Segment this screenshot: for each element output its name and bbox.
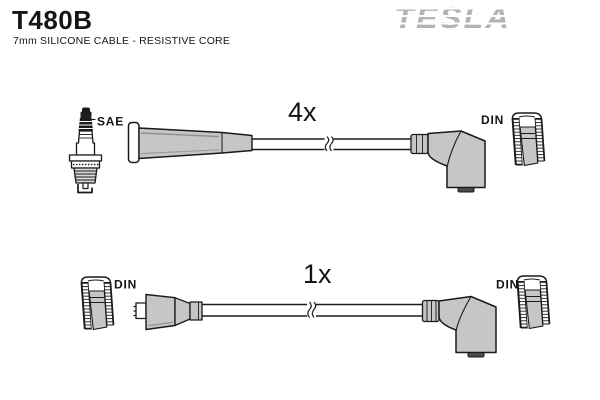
straight-boot-top	[127, 121, 253, 164]
break-squiggle	[307, 301, 312, 318]
break-squiggle	[329, 136, 334, 152]
cable-break-gap	[324, 137, 334, 152]
angled-boot-top	[410, 130, 486, 193]
din-connector-icon-top	[511, 112, 546, 167]
spark-plug-icon	[68, 107, 103, 194]
quantity-label-bottom: 1x	[303, 259, 332, 289]
break-squiggle	[324, 136, 330, 152]
din-connector-icon-bottom-left	[80, 276, 115, 331]
product-subtitle: 7mm SILICONE CABLE - RESISTIVE CORE	[13, 35, 231, 47]
din-label-top: DIN	[481, 113, 504, 127]
din-label-bottom-left: DIN	[114, 278, 137, 292]
din-connector-icon-bottom-right	[516, 275, 551, 330]
cable-break-gap	[307, 302, 316, 318]
straight-boot-bottom	[133, 293, 203, 331]
din-label-bottom-right: DIN	[496, 278, 519, 292]
part-number: T480B	[12, 5, 93, 35]
quantity-label-top: 4x	[288, 97, 317, 127]
cable-bottom	[202, 301, 423, 318]
cable-top	[252, 136, 412, 152]
sae-label: SAE	[97, 115, 124, 129]
angled-boot-bottom	[421, 295, 497, 358]
break-squiggle	[311, 301, 317, 318]
tesla-logo: TESLA	[394, 2, 512, 35]
